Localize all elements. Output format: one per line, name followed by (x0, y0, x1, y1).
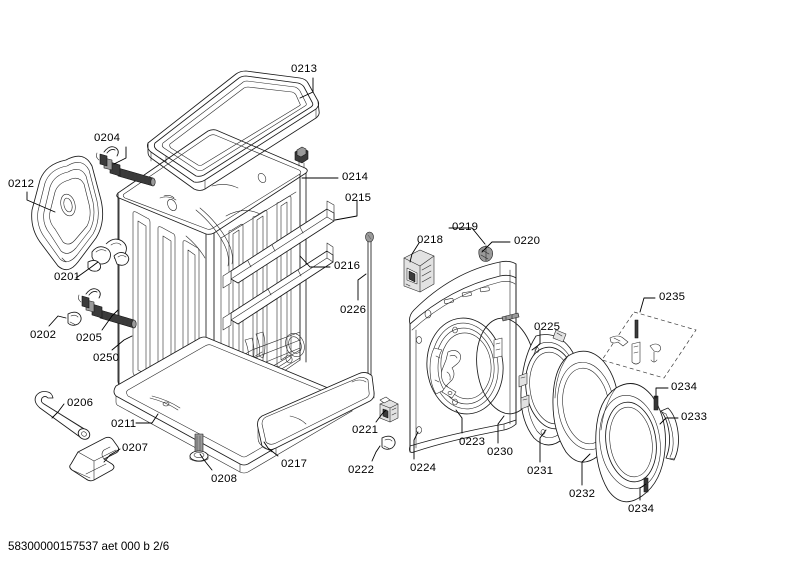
part-hinge-curved-clip (660, 407, 679, 461)
callout-label-brace-rail-lower: 0216 (334, 260, 361, 272)
callout-label-spanner-wrench: 0206 (67, 397, 94, 409)
part-cap-nut (381, 435, 396, 450)
callout-label-small-clip: 0219 (452, 221, 479, 233)
part-brace-rail-lower (222, 242, 334, 331)
footer-drawing-id: 58300000157537 aet 000 b 2/6 (8, 540, 170, 553)
leader-0222 (371, 445, 381, 462)
leader-0211 (135, 413, 159, 424)
part-front-panel (409, 260, 517, 453)
part-oval-cover-plate (31, 155, 104, 271)
part-transport-bolt-upper (96, 146, 156, 187)
leader-0233 (659, 417, 679, 425)
callout-label-front-panel-lower: 0224 (410, 462, 437, 474)
part-door-outer-ring (595, 383, 666, 503)
leader-0202 (48, 315, 67, 327)
callout-label-door-hinge: 0223 (459, 436, 486, 448)
leader-0230 (497, 415, 505, 444)
callout-label-brace-rail-upper: 0215 (345, 192, 372, 204)
part-door-hinge (452, 326, 458, 406)
leader-0208 (199, 453, 213, 471)
leader-0235 (639, 297, 656, 313)
leader-0231 (539, 429, 547, 463)
part-cabinet-clip (294, 146, 309, 169)
callout-label-small-parts-kit: 0235 (659, 291, 686, 303)
leader-0219 (448, 227, 486, 245)
part-tension-rod (365, 231, 374, 389)
leader-0201 (75, 261, 99, 279)
part-spanner-wrench (34, 391, 91, 440)
callout-label-door-glass-ring: 0231 (527, 465, 554, 477)
callout-label-base-plate: 0211 (111, 418, 137, 430)
callout-label-cabinet-clip: 0214 (342, 171, 369, 183)
part-door-catch (379, 396, 399, 423)
leader-0215 (334, 199, 358, 221)
leader-0207 (103, 448, 121, 463)
callout-label-hinge-curved-clip: 0233 (681, 411, 708, 423)
part-cable-clip-set (87, 238, 130, 272)
callout-label-top-panel-lid: 0213 (291, 63, 318, 75)
leader-0234 (655, 387, 669, 399)
callout-label-oval-cover-plate: 0212 (8, 178, 35, 190)
callout-label-cabinet-housing: 0250 (93, 352, 120, 364)
part-plinth-kick-panel (257, 371, 375, 456)
leader-lines (26, 77, 679, 501)
callout-label-door-catch: 0221 (352, 424, 379, 436)
leader-0204 (113, 146, 127, 165)
part-cap-plug (67, 311, 82, 326)
leader-0205 (101, 309, 119, 331)
part-mounting-bracket (69, 436, 120, 482)
part-control-module-box (403, 249, 435, 293)
leader-0221 (375, 409, 387, 423)
leader-0213 (299, 77, 314, 99)
leader-0225 (531, 329, 541, 351)
leader-0216 (299, 255, 331, 268)
callout-label-door-seal-clamp-ring: 0225 (534, 321, 561, 333)
leader-0206 (51, 403, 65, 419)
leader-0224 (413, 431, 419, 460)
callout-label-pin-lower: 0234 (628, 503, 655, 515)
leader-0217 (263, 441, 279, 457)
leader-0226 (357, 273, 367, 301)
callout-label-plinth-kick-panel: 0217 (281, 458, 308, 470)
callout-label-cap-nut: 0222 (348, 464, 375, 476)
callout-label-control-module-box: 0218 (417, 234, 444, 246)
leader-0223 (455, 409, 463, 434)
callout-label-mounting-bracket: 0207 (122, 442, 149, 454)
leader-0250 (111, 335, 133, 351)
callout-label-door-inner-ring: 0230 (487, 446, 514, 458)
part-small-parts-kit (601, 311, 697, 379)
callout-label-cable-clip-set: 0201 (54, 271, 81, 283)
callout-label-transport-bolt-upper: 0204 (94, 132, 121, 144)
part-transport-bolt-lower (78, 288, 137, 329)
part-brace-rail-upper (222, 200, 335, 289)
part-small-clip (478, 244, 493, 262)
callout-label-transport-bolt-lower: 0205 (76, 332, 103, 344)
leader-0218 (409, 242, 420, 263)
leader-0232 (581, 453, 591, 486)
leader-0220 (481, 241, 511, 253)
callout-label-levelling-foot: 0208 (211, 473, 238, 485)
callout-label-pin-upper: 0234 (671, 381, 698, 393)
leader-0234b (639, 483, 647, 501)
part-pin-lower (643, 477, 649, 493)
leader-0212 (26, 191, 56, 213)
callout-label-front-panel: 0220 (514, 235, 541, 247)
part-levelling-foot (189, 433, 209, 462)
callout-label-cap-plug: 0202 (30, 329, 57, 341)
callout-label-tension-rod: 0226 (340, 304, 367, 316)
callout-label-door-outer-ring: 0232 (569, 488, 596, 500)
part-top-panel-lid (147, 70, 320, 191)
